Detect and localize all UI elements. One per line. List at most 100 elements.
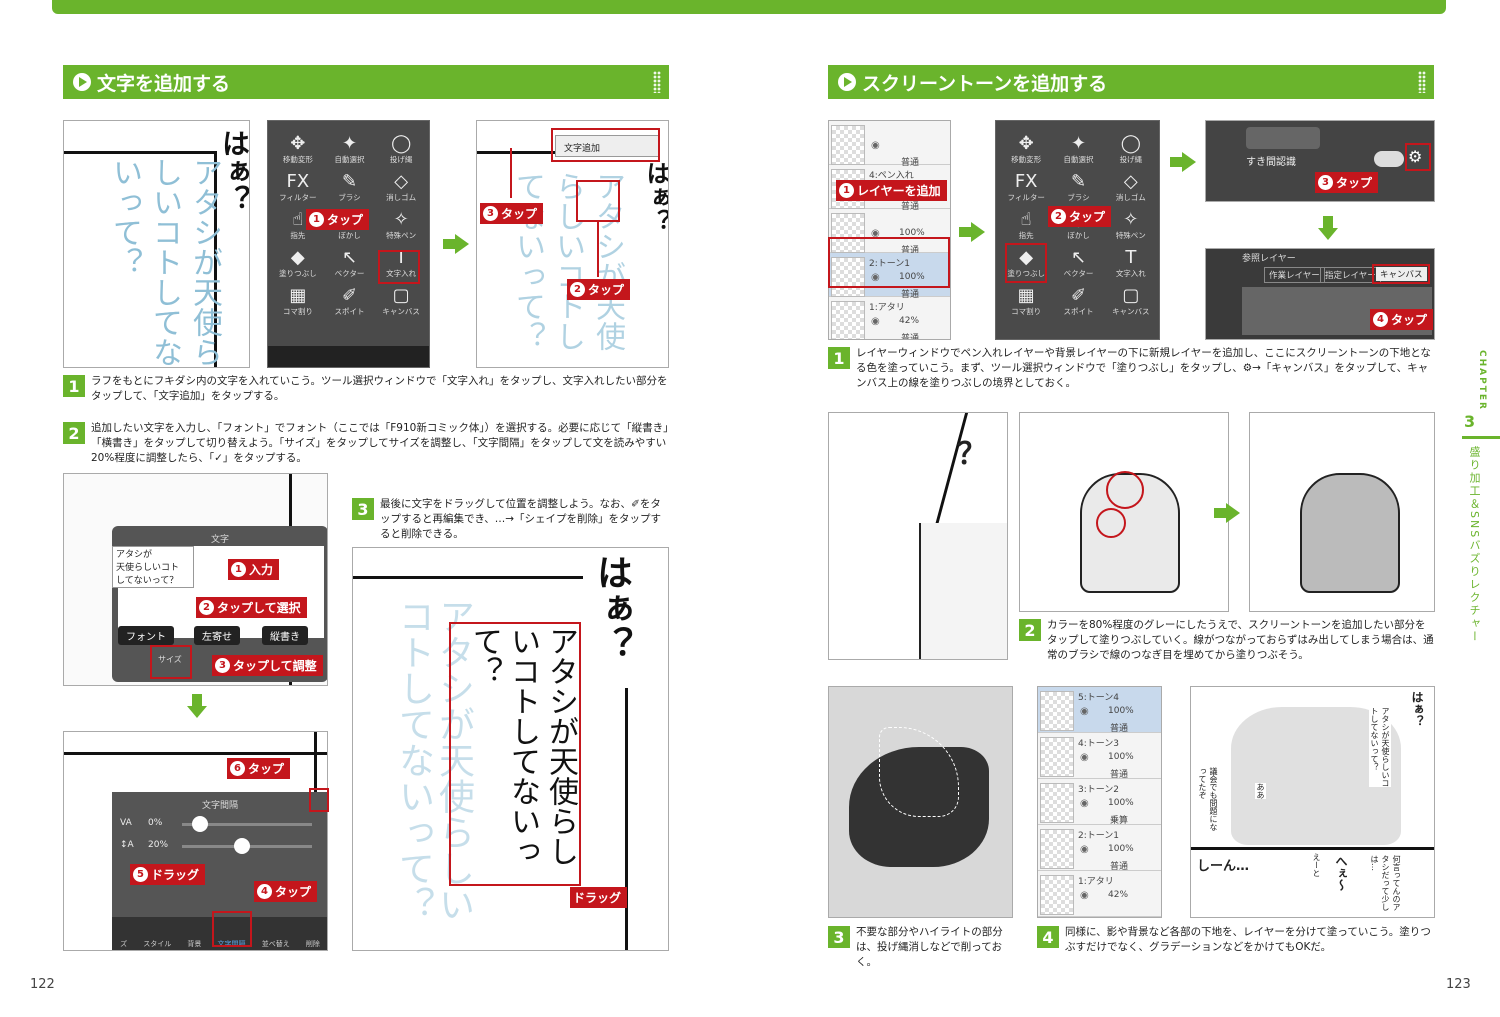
- callout-number: 4: [257, 884, 272, 899]
- tool-item[interactable]: ▦コマ割り: [272, 279, 324, 317]
- tool-bottom-bar: [268, 346, 429, 367]
- callout-text: ドラッグ: [151, 868, 200, 882]
- tool-item[interactable]: ↖ベクター: [324, 241, 376, 279]
- step-4-right: 4 同様に、影や背景など各部の下地を、レイヤーを分けて塗っていこう。塗りつぶすだ…: [1037, 925, 1435, 955]
- eye-icon[interactable]: ◉: [871, 316, 880, 327]
- tool-item[interactable]: ✐スポイト: [1052, 279, 1104, 317]
- tool-item[interactable]: ☝指先: [272, 203, 324, 241]
- layer-row[interactable]: 5:トーン4◉100%普通: [1038, 687, 1161, 734]
- eye-icon[interactable]: ◉: [871, 272, 880, 283]
- tool-item[interactable]: ☝指先: [1000, 203, 1052, 241]
- layer-opacity: 42%: [899, 316, 920, 326]
- layer-row[interactable]: 1:アタリ◉42%: [1038, 871, 1161, 917]
- spacing-slider-1[interactable]: [182, 823, 312, 826]
- tool-item[interactable]: ✦自動選択: [1052, 127, 1104, 165]
- layer-row[interactable]: 4:トーン3◉100%普通: [1038, 733, 1161, 780]
- text-input-value[interactable]: アタシが 天使らしいコト してないって？: [112, 546, 194, 588]
- tool-item[interactable]: ✎ブラシ: [1052, 165, 1104, 203]
- text-bounding-box[interactable]: [449, 622, 581, 886]
- ref-option-work-layer[interactable]: 作業レイヤー: [1264, 267, 1325, 283]
- layer-row[interactable]: 3:トーン2◉100%乗算: [1038, 779, 1161, 826]
- tool-icon: ✧: [393, 209, 409, 230]
- tool-item[interactable]: ✧特殊ペン: [1105, 203, 1157, 241]
- layer-row[interactable]: ◉100%普通: [829, 209, 950, 256]
- reference-layer-panel: 参照レイヤー 作業レイヤー 指定レイヤー キャンバス: [1205, 248, 1435, 340]
- tool-label: 消しゴム: [1115, 193, 1146, 202]
- tool-item[interactable]: ▢キャンバス: [1105, 279, 1157, 317]
- eye-icon[interactable]: ◉: [1080, 890, 1089, 901]
- tool-item[interactable]: ▦コマ割り: [1000, 279, 1052, 317]
- font-button[interactable]: フォント: [118, 626, 174, 645]
- tool-item[interactable]: ↖ベクター: [1052, 241, 1104, 279]
- input-line: アタシが: [116, 550, 153, 560]
- bottom-tool[interactable]: 文字間隔: [217, 940, 246, 948]
- eye-icon[interactable]: ◉: [1080, 844, 1089, 855]
- tool-label: 特殊ペン: [1115, 231, 1146, 240]
- callout-text: ドラッグ: [573, 891, 622, 905]
- manga-text-haa: はぁ？: [1410, 691, 1424, 727]
- tool-icon: ▢: [1122, 285, 1140, 306]
- slider-knob[interactable]: [192, 816, 208, 832]
- bottom-tool[interactable]: スタイル: [143, 940, 172, 948]
- callout-number: 4: [1373, 312, 1388, 327]
- sketch-text-blue: アタシが天使らしいコトしてないって？: [510, 171, 625, 351]
- layer-name: 2:トーン1: [1078, 831, 1120, 841]
- bottom-tool[interactable]: 背景: [187, 940, 202, 948]
- tool-item[interactable]: ✎ブラシ: [324, 165, 376, 203]
- tool-item[interactable]: ◯投げ縄: [1105, 127, 1157, 165]
- tool-item[interactable]: ✥移動変形: [1000, 127, 1052, 165]
- tool-label: 指先: [290, 231, 306, 240]
- tool-item[interactable]: ◇消しゴム: [1105, 165, 1157, 203]
- tool-icon: ☝: [1020, 209, 1032, 230]
- layer-blend: 普通: [1110, 862, 1129, 872]
- bottom-tool[interactable]: 削除: [305, 940, 320, 948]
- panel-border-line: [64, 752, 327, 755]
- tool-item[interactable]: ✧特殊ペン: [375, 203, 427, 241]
- layer-row[interactable]: 2:トーン1◉100%普通: [1038, 825, 1161, 872]
- gap-detect-toggle[interactable]: [1374, 151, 1404, 167]
- bottom-tool[interactable]: ズ: [120, 940, 128, 948]
- callout-number: 3: [1318, 175, 1333, 190]
- eye-icon[interactable]: ◉: [871, 228, 880, 239]
- tool-item[interactable]: ✥移動変形: [272, 127, 324, 165]
- gear-icon[interactable]: ⚙: [1408, 147, 1423, 166]
- vertical-writing-button[interactable]: 縦書き: [262, 626, 308, 645]
- highlight-fill-tool: [1005, 243, 1047, 283]
- tool-icon: ◯: [1120, 133, 1141, 154]
- fill-mode-toggle[interactable]: [1246, 127, 1320, 149]
- ref-option-canvas[interactable]: キャンバス: [1376, 267, 1427, 281]
- eye-icon[interactable]: ◉: [1080, 752, 1089, 763]
- tool-item[interactable]: ▢キャンバス: [375, 279, 427, 317]
- layer-row[interactable]: ◉普通: [829, 121, 950, 168]
- eye-icon[interactable]: ◉: [871, 140, 880, 151]
- highlight-tone-layer: [828, 237, 950, 288]
- layer-row[interactable]: 1:アタリ◉42%普通: [829, 297, 950, 339]
- spacing-title: 文字間隔: [201, 801, 238, 811]
- tool-item[interactable]: ◇消しゴム: [375, 165, 427, 203]
- callout-text: タップして選択: [217, 601, 301, 615]
- art-panel-3: [1249, 412, 1435, 612]
- tool-icon: ◆: [290, 247, 305, 268]
- align-left-button[interactable]: 左寄せ: [194, 626, 240, 645]
- tool-icon: T: [1125, 247, 1137, 268]
- step-text: 追加したい文字を入力し、「フォント」でフォント（ここでは「F910新コミック体」…: [91, 422, 669, 464]
- size-tool-label[interactable]: サイズ: [158, 655, 182, 664]
- bottom-tool[interactable]: 並べ替え: [261, 940, 290, 948]
- tool-item[interactable]: ◆塗りつぶし: [272, 241, 324, 279]
- layer-name: 5:トーン4: [1078, 693, 1120, 703]
- tool-item[interactable]: ◯投げ縄: [375, 127, 427, 165]
- layer-thumbnail: [831, 301, 865, 339]
- layer-row[interactable]: 2:トーン1◉100%普通: [829, 253, 950, 300]
- tool-item[interactable]: ◆塗りつぶし: [1000, 241, 1052, 279]
- eye-icon[interactable]: ◉: [1080, 706, 1089, 717]
- slider-knob[interactable]: [234, 838, 250, 854]
- tool-item[interactable]: ✐スポイト: [324, 279, 376, 317]
- final-text-content[interactable]: アタシが天使らしいコトしてないって？: [467, 626, 578, 866]
- tool-item[interactable]: ✦自動選択: [324, 127, 376, 165]
- eye-icon[interactable]: ◉: [1080, 798, 1089, 809]
